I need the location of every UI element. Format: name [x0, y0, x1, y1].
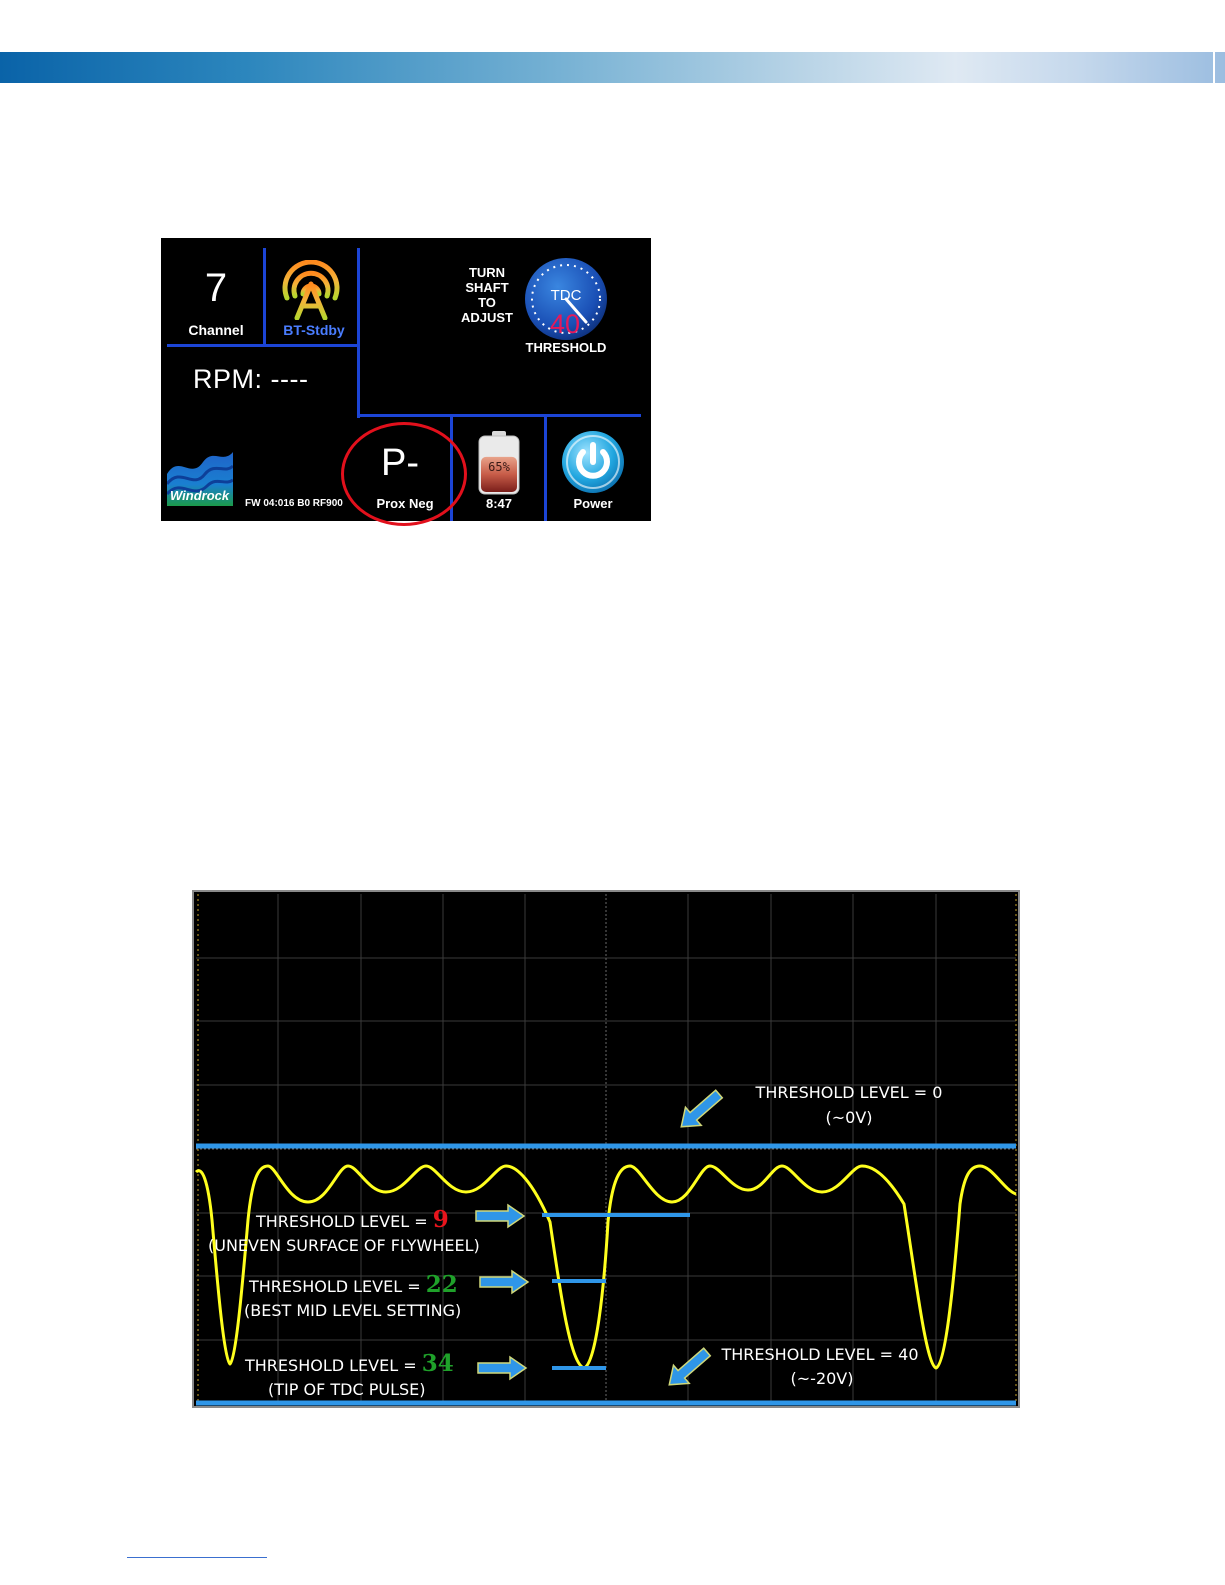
annotation-level-40: THRESHOLD LEVEL = 40: [720, 1345, 918, 1364]
threshold-value-22: 22: [426, 1271, 458, 1298]
channel-label: Channel: [188, 322, 244, 338]
annotation-level-34: THRESHOLD LEVEL = 34: [244, 1350, 454, 1377]
annotation-prefix: THRESHOLD LEVEL =: [255, 1212, 433, 1231]
windrock-logo: Windrock: [167, 452, 233, 506]
annotation-prefix: THRESHOLD LEVEL =: [248, 1277, 426, 1296]
threshold-dial[interactable]: TDC 40: [523, 256, 609, 342]
footer-rule: [127, 1557, 267, 1558]
adjust-instruction: TURN SHAFT TO ADJUST: [451, 265, 523, 325]
threshold-value-9: 9: [433, 1206, 449, 1233]
arrow-icon: [668, 1347, 712, 1386]
logo-text: Windrock: [170, 488, 230, 503]
signal-trace: [194, 1164, 1017, 1370]
threshold-value: 40: [550, 309, 580, 339]
highlight-circle: [341, 422, 467, 526]
threshold-label: THRESHOLD: [525, 340, 607, 355]
annotation-level-22: THRESHOLD LEVEL = 22: [248, 1271, 458, 1298]
oscilloscope-view: THRESHOLD LEVEL = 0 (~0V) THRESHOLD LEVE…: [192, 890, 1020, 1408]
divider-line: [544, 415, 547, 521]
annotation-level-9-note: (UNEVEN SURFACE OF FLYWHEEL): [208, 1236, 480, 1255]
instruction-line: ADJUST: [460, 310, 513, 325]
annotation-level-9: THRESHOLD LEVEL = 9: [255, 1206, 449, 1233]
divider-line: [357, 248, 360, 418]
divider-line: [357, 414, 641, 417]
annotation-level-22-note: (BEST MID LEVEL SETTING): [244, 1301, 461, 1320]
power-label: Power: [573, 496, 613, 511]
firmware-version: FW 04:016 B0 RF900: [245, 498, 343, 509]
dial-label: TDC: [551, 287, 582, 304]
threshold-value-34: 34: [422, 1350, 454, 1377]
arrow-icon: [477, 1355, 528, 1381]
dial-icon: TDC 40: [525, 258, 607, 340]
antenna-icon[interactable]: [279, 260, 343, 320]
instruction-line: SHAFT: [465, 280, 509, 295]
annotation-level-40-voltage: (~-20V): [791, 1369, 854, 1388]
power-icon[interactable]: [561, 430, 625, 494]
header-bar: [0, 52, 1225, 83]
bluetooth-status: BT-Stdby: [283, 322, 345, 338]
rpm-readout: RPM: ----: [193, 364, 309, 394]
annotation-level-34-note: (TIP OF TDC PULSE): [268, 1380, 425, 1399]
battery-percent: 65%: [488, 460, 510, 474]
annotation-level-0: THRESHOLD LEVEL = 0: [755, 1083, 943, 1102]
annotation-level-0-voltage: (~0V): [825, 1108, 872, 1127]
arrow-icon: [479, 1269, 530, 1295]
arrow-icon: [475, 1203, 526, 1229]
clock-time: 8:47: [485, 496, 513, 511]
instruction-line: TO: [478, 295, 496, 310]
instruction-line: TURN: [468, 265, 506, 280]
divider-line: [263, 248, 266, 346]
oscilloscope-plot: THRESHOLD LEVEL = 0 (~0V) THRESHOLD LEVE…: [192, 890, 1020, 1408]
annotation-prefix: THRESHOLD LEVEL =: [244, 1356, 422, 1375]
battery-icon: 65%: [478, 431, 520, 495]
header-end-rule: [1213, 52, 1215, 83]
arrow-icon: [680, 1089, 724, 1128]
channel-number: 7: [204, 266, 228, 310]
